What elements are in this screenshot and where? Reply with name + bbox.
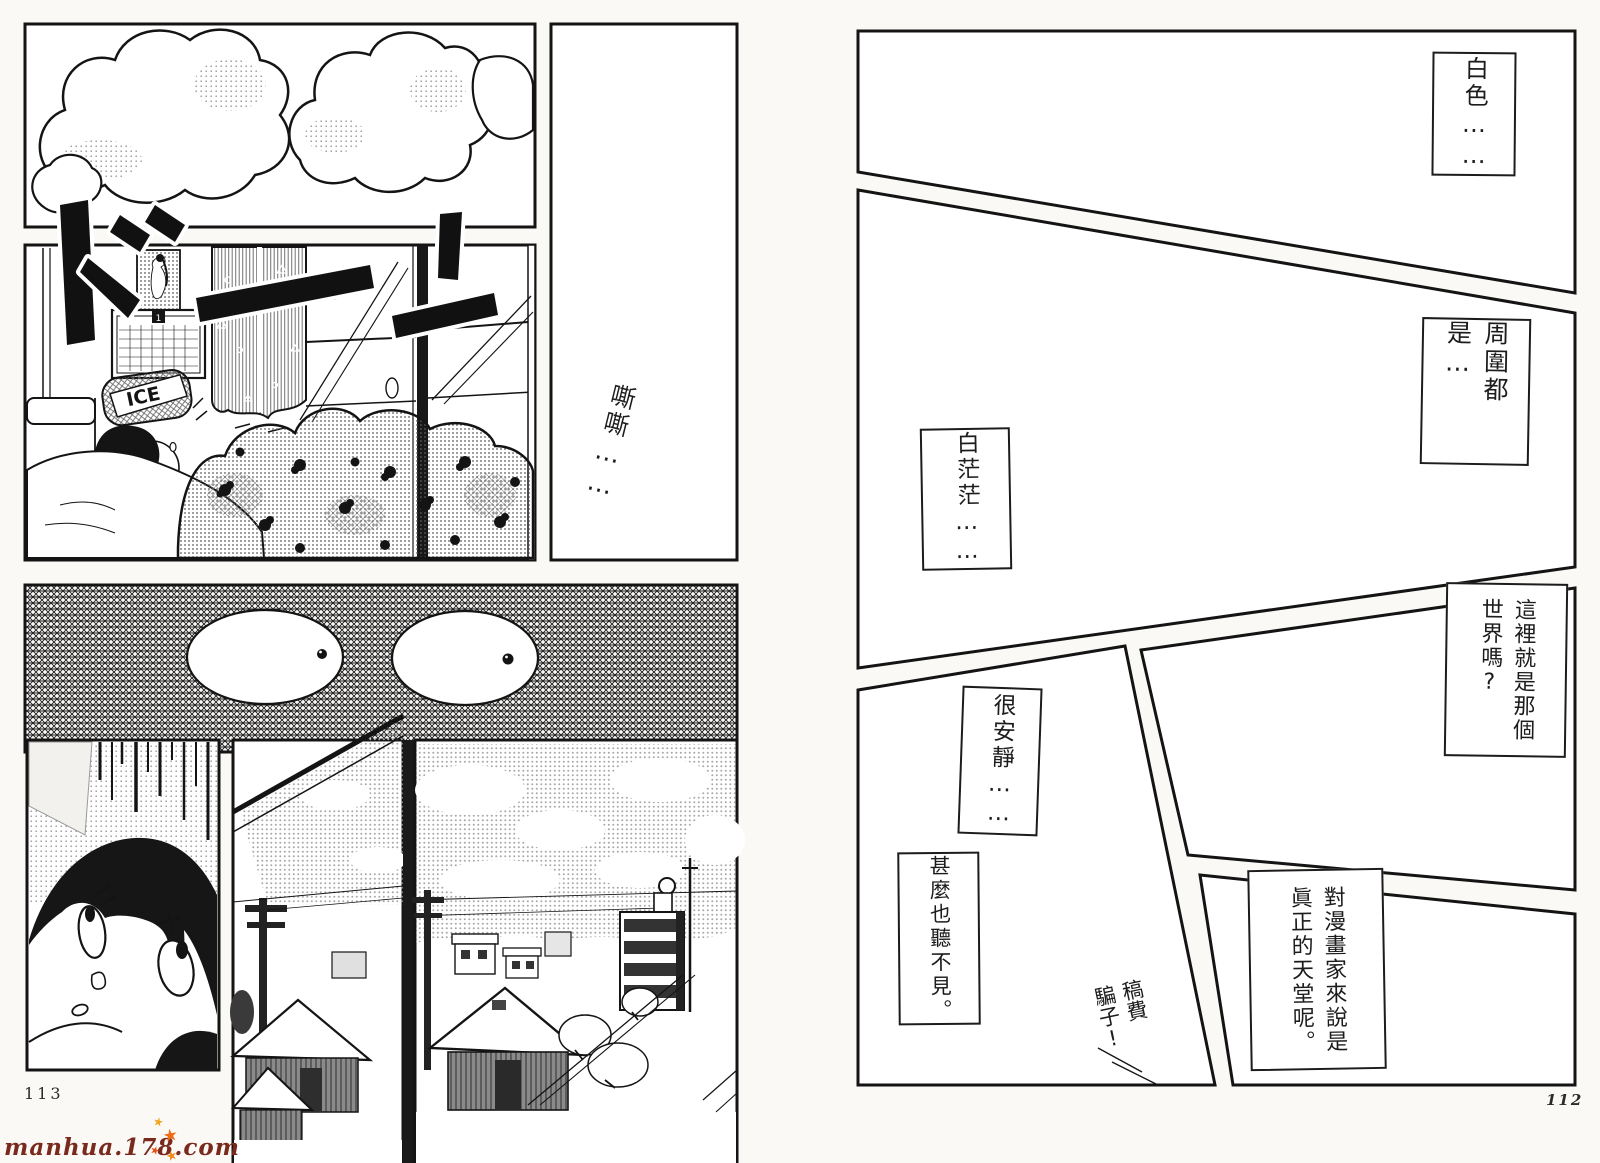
curtains bbox=[211, 246, 307, 433]
dialogue-text: 甚麼也聽不見。 bbox=[927, 854, 953, 1023]
dialogue-text: 這裡就是那個 世界嗎? bbox=[1476, 597, 1537, 743]
bed-and-sleeper: ICE bbox=[26, 369, 535, 560]
panel-face bbox=[25, 738, 221, 1072]
ice-pack: ICE bbox=[101, 369, 193, 427]
dialogue-text: 周圍都是… bbox=[1442, 319, 1511, 405]
ceiling-streaks bbox=[98, 742, 210, 840]
sfx-doon-text: ドーン bbox=[0, 0, 1, 1]
dialogue-box-heaven: 對漫畫家來說是 眞正的天堂呢。 bbox=[1247, 867, 1387, 1072]
window-mullion bbox=[403, 740, 415, 1163]
panel-snowy-town bbox=[412, 738, 745, 1163]
dialogue-text: 對漫畫家來說是 眞正的天堂呢。 bbox=[1286, 885, 1348, 1054]
dialogue-text: 白色…… bbox=[1459, 55, 1489, 173]
wall-lines bbox=[42, 248, 51, 420]
dialogue-text: 白茫茫…… bbox=[952, 430, 981, 568]
face-eyes bbox=[77, 885, 195, 997]
sketch-dashes bbox=[1097, 1047, 1157, 1085]
dialogue-text: 很安靜…… bbox=[984, 692, 1016, 830]
panel-window-strip bbox=[230, 713, 406, 1163]
dialogue-box-white: 白色…… bbox=[1431, 51, 1517, 177]
panel-quiet bbox=[549, 22, 739, 562]
dialogue-box-surroundings: 周圍都是… bbox=[1419, 317, 1532, 466]
panel-white-mid bbox=[856, 188, 1577, 670]
pinup-poster bbox=[136, 249, 181, 313]
dialogue-box-that-world: 這裡就是那個 世界嗎? bbox=[1443, 582, 1569, 758]
page-number-left: 113 bbox=[24, 1084, 64, 1103]
panel-eyes bbox=[23, 583, 739, 754]
star-icon: ★ bbox=[161, 1124, 180, 1148]
big-house bbox=[426, 986, 589, 1111]
dialogue-box-quiet: 很安靜…… bbox=[957, 685, 1043, 837]
panel-white-top bbox=[856, 29, 1577, 295]
dialogue-box-vast-white: 白茫茫…… bbox=[919, 427, 1013, 571]
calendar-month-label: 1 bbox=[156, 314, 162, 324]
page-number-right: 112 bbox=[1546, 1091, 1584, 1109]
watermark-text: manhua.178.com bbox=[4, 1134, 241, 1161]
sfx-doon-art bbox=[56, 196, 502, 349]
panel-clouds bbox=[23, 22, 537, 229]
blanket-flowers bbox=[216, 447, 520, 553]
small-houses bbox=[451, 931, 572, 979]
snow-bushes bbox=[558, 987, 659, 1089]
dialogue-box-hear-nothing: 甚麼也聽不見。 bbox=[897, 851, 981, 1026]
